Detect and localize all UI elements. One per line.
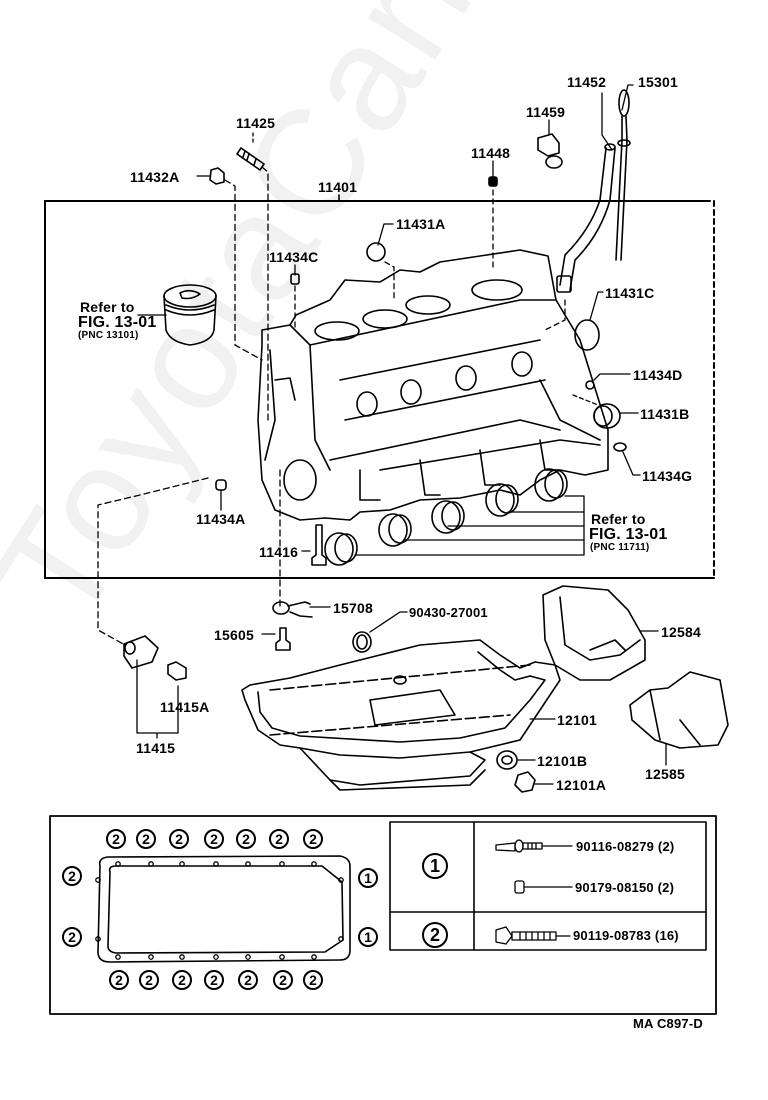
bolt-marker-2: 2 bbox=[303, 970, 323, 990]
leader-lines bbox=[97, 84, 667, 785]
bolt-part-number: 90179-08150 (2) bbox=[575, 880, 675, 895]
bolt-marker-2: 2 bbox=[238, 970, 258, 990]
bolt-90119-icon bbox=[495, 926, 571, 945]
bolt-marker-2: 2 bbox=[106, 829, 126, 849]
part-label-12585: 12585 bbox=[645, 766, 685, 782]
part-label-12584: 12584 bbox=[661, 624, 701, 640]
part-label-12101A: 12101A bbox=[556, 777, 607, 793]
piston-ref-pnc: (PNC 13101) bbox=[78, 330, 139, 341]
bearing-ref-line1: Refer to bbox=[591, 511, 646, 527]
part-label-11434A: 11434A bbox=[196, 511, 246, 527]
part-label-11431A: 11431A bbox=[396, 216, 446, 232]
bolt-legend-frame bbox=[49, 815, 717, 1015]
part-label-15301: 15301 bbox=[638, 74, 678, 90]
part-label-15708: 15708 bbox=[333, 600, 373, 616]
bolt-marker-2: 2 bbox=[204, 970, 224, 990]
piston-ref-fig: FIG. 13-01 bbox=[78, 314, 157, 331]
legend-marker-2: 2 bbox=[422, 922, 448, 948]
part-label-12101: 12101 bbox=[557, 712, 597, 728]
bolt-marker-2: 2 bbox=[236, 829, 256, 849]
part-label-11434D: 11434D bbox=[633, 367, 683, 383]
bearing-ref-pnc: (PNC 11711) bbox=[590, 542, 650, 553]
drawing-code: MA C897-D bbox=[633, 1016, 703, 1031]
bolt-marker-2: 2 bbox=[136, 829, 156, 849]
bolt-marker-2: 2 bbox=[204, 829, 224, 849]
oil-baffles-drawing bbox=[542, 585, 729, 749]
bolt-part-number: 90116-08279 (2) bbox=[576, 839, 675, 854]
part-label-15605: 15605 bbox=[214, 627, 254, 643]
main-bearings bbox=[324, 468, 568, 566]
bearing-ref-fig: FIG. 13-01 bbox=[589, 526, 668, 543]
bolt-marker-2: 2 bbox=[169, 829, 189, 849]
part-label-11452: 11452 bbox=[567, 74, 607, 90]
bolt-marker-2: 2 bbox=[62, 866, 82, 886]
part-label-11425: 11425 bbox=[236, 115, 276, 131]
part-label-11431C: 11431C bbox=[605, 285, 655, 301]
part-label-11415: 11415 bbox=[136, 740, 176, 756]
part-label-11448: 11448 bbox=[471, 145, 511, 161]
cylinder-block-drawing bbox=[257, 249, 609, 521]
oil-pan-drawing bbox=[241, 639, 561, 791]
top-small-parts bbox=[209, 89, 631, 566]
bolt-marker-2: 2 bbox=[62, 927, 82, 947]
piston-ref-line1: Refer to bbox=[80, 299, 135, 315]
part-label-11415A: 11415A bbox=[160, 699, 210, 715]
part-label-11434C: 11434C bbox=[269, 249, 319, 265]
legend-marker-1: 1 bbox=[422, 853, 448, 879]
bolt-marker-2: 2 bbox=[273, 970, 293, 990]
piston-drawing bbox=[163, 284, 217, 346]
bolt-marker-2: 2 bbox=[269, 829, 289, 849]
bolt-marker-1: 1 bbox=[358, 927, 378, 947]
part-label-11434G: 11434G bbox=[642, 468, 693, 484]
part-label-90430-27001: 90430-27001 bbox=[409, 605, 488, 620]
bolt-marker-2: 2 bbox=[172, 970, 192, 990]
part-label-11401: 11401 bbox=[318, 179, 358, 195]
gasket-bolt-holes bbox=[95, 861, 344, 960]
bolt-90179-icon bbox=[514, 880, 573, 894]
part-label-11416: 11416 bbox=[259, 544, 299, 560]
bolt-marker-1: 1 bbox=[358, 868, 378, 888]
bolt-part-number: 90119-08783 (16) bbox=[573, 928, 679, 943]
bolt-marker-2: 2 bbox=[303, 829, 323, 849]
part-label-11431B: 11431B bbox=[640, 406, 690, 422]
part-label-11459: 11459 bbox=[526, 104, 566, 120]
part-label-11432A: 11432A bbox=[130, 169, 180, 185]
bolt-marker-2: 2 bbox=[139, 970, 159, 990]
lower-small-parts bbox=[123, 601, 536, 793]
bolt-90116-icon bbox=[495, 839, 573, 853]
bolt-marker-2: 2 bbox=[109, 970, 129, 990]
part-label-12101B: 12101B bbox=[537, 753, 588, 769]
